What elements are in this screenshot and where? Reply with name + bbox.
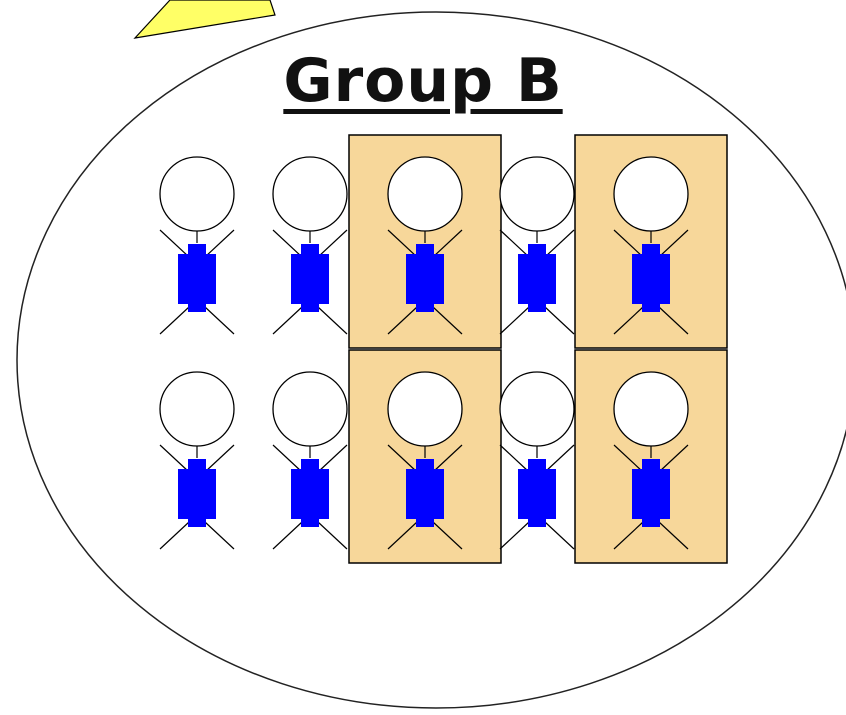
figure-head	[387, 156, 463, 232]
stick-figure-icon	[159, 156, 235, 335]
figure-arm-right	[432, 229, 463, 258]
figure-leg-right	[432, 521, 463, 550]
figure-head	[272, 156, 348, 232]
figure-arm-right	[544, 229, 575, 258]
figure-head	[159, 156, 235, 232]
figure-head	[613, 156, 689, 232]
figure-arm-right	[204, 229, 235, 258]
figure-arm-right	[317, 444, 348, 473]
figure-arm-left	[499, 229, 530, 258]
figure-leg-left	[387, 306, 418, 335]
figure-leg-left	[272, 521, 303, 550]
figure-leg-left	[613, 521, 644, 550]
stick-figure-icon	[613, 371, 689, 550]
figure-arm-left	[159, 444, 190, 473]
figure-leg-right	[544, 306, 575, 335]
figure-leg-right	[432, 306, 463, 335]
figure-body	[632, 254, 670, 304]
stick-figure-icon	[272, 371, 348, 550]
figure-arm-right	[317, 229, 348, 258]
figure-head	[613, 371, 689, 447]
figure-head	[159, 371, 235, 447]
figure-head	[499, 156, 575, 232]
figure-arm-left	[272, 444, 303, 473]
figure-arm-right	[658, 229, 689, 258]
figure-body	[406, 469, 444, 519]
people-grid	[159, 156, 689, 550]
figure-leg-right	[658, 521, 689, 550]
figure-body	[518, 469, 556, 519]
figure-body	[291, 469, 329, 519]
figure-head	[499, 371, 575, 447]
figure-body	[178, 254, 216, 304]
figure-arm-right	[658, 444, 689, 473]
figure-head	[387, 371, 463, 447]
figure-leg-right	[204, 306, 235, 335]
figure-arm-right	[432, 444, 463, 473]
figure-arm-left	[499, 444, 530, 473]
figure-body	[406, 254, 444, 304]
stick-figure-icon	[387, 156, 463, 335]
figure-leg-right	[317, 521, 348, 550]
stick-figure-icon	[387, 371, 463, 550]
figure-body	[291, 254, 329, 304]
stick-figure-icon	[499, 371, 575, 550]
stick-figure-icon	[499, 156, 575, 335]
figure-leg-right	[204, 521, 235, 550]
figure-body	[632, 469, 670, 519]
figure-leg-left	[159, 521, 190, 550]
figure-body	[178, 469, 216, 519]
stick-figure-icon	[272, 156, 348, 335]
figure-arm-left	[387, 229, 418, 258]
figure-arm-left	[613, 229, 644, 258]
figure-leg-right	[544, 521, 575, 550]
figure-arm-right	[544, 444, 575, 473]
figure-arm-left	[613, 444, 644, 473]
figure-leg-left	[613, 306, 644, 335]
figure-leg-left	[272, 306, 303, 335]
figure-leg-left	[159, 306, 190, 335]
figure-leg-right	[317, 306, 348, 335]
figure-leg-left	[387, 521, 418, 550]
figure-arm-left	[159, 229, 190, 258]
figure-head	[272, 371, 348, 447]
figure-arm-left	[387, 444, 418, 473]
figure-leg-right	[658, 306, 689, 335]
figure-body	[518, 254, 556, 304]
callout-pointer-icon	[133, 0, 276, 39]
group-ellipse	[16, 11, 846, 709]
figure-leg-left	[499, 306, 530, 335]
stick-figure-icon	[159, 371, 235, 550]
stick-figure-icon	[613, 156, 689, 335]
figure-arm-right	[204, 444, 235, 473]
figure-leg-left	[499, 521, 530, 550]
figure-arm-left	[272, 229, 303, 258]
